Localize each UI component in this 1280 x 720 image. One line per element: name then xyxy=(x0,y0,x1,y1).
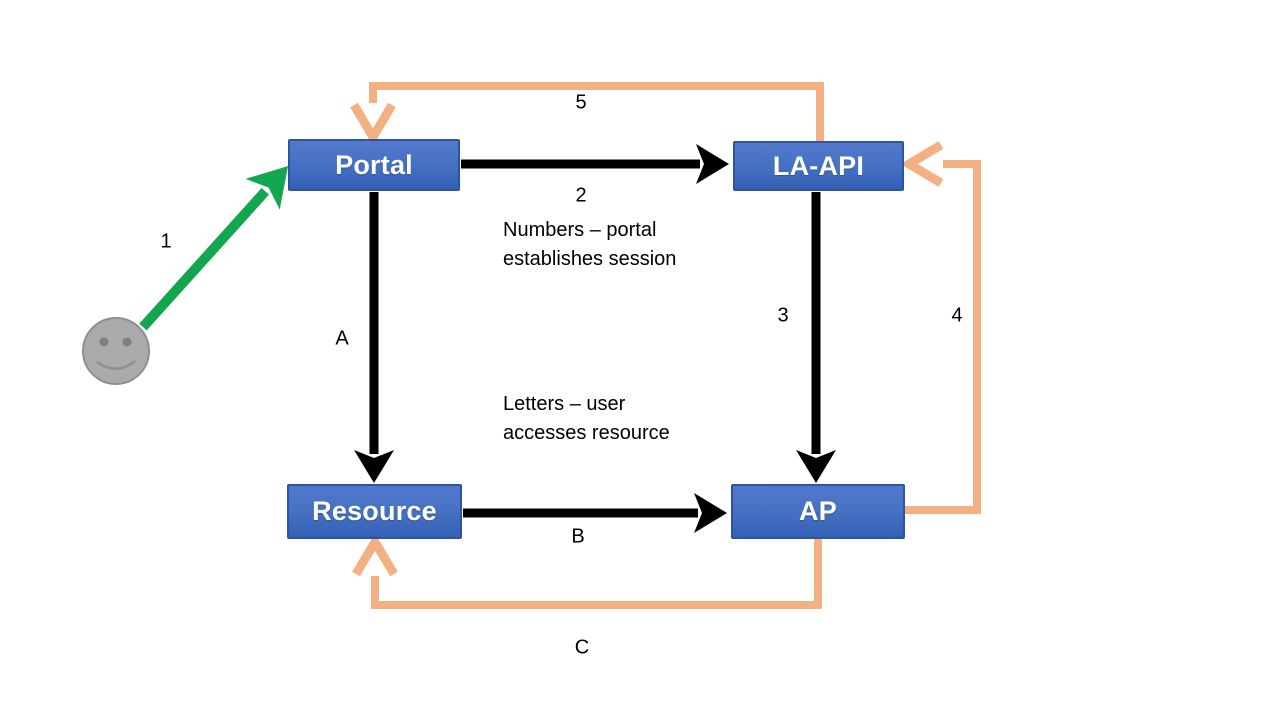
node-ap: AP xyxy=(731,484,905,539)
arrow-4-ap-to-laapi xyxy=(900,164,981,514)
edge-label-b: B xyxy=(571,525,585,548)
legend-numbers: Numbers – portal establishes session xyxy=(503,219,677,270)
node-resource: Resource xyxy=(287,484,462,539)
legend-letters: Letters – user accesses resource xyxy=(503,393,670,444)
arrow-5-laapi-to-portal xyxy=(373,82,824,145)
node-la-api: LA-API xyxy=(733,141,904,191)
arrow-1-user-to-portal xyxy=(139,166,289,331)
edge-label-5: 5 xyxy=(575,91,587,114)
smiley-face-icon xyxy=(82,317,150,385)
edge-label-2: 2 xyxy=(575,184,587,207)
edge-label-1: 1 xyxy=(160,230,172,253)
node-portal: Portal xyxy=(288,139,460,191)
edge-label-4: 4 xyxy=(951,304,963,327)
edge-label-a: A xyxy=(335,327,349,350)
edge-label-3: 3 xyxy=(777,304,789,327)
arrow-c-ap-to-resource xyxy=(375,536,822,609)
edge-label-c: C xyxy=(574,636,590,659)
